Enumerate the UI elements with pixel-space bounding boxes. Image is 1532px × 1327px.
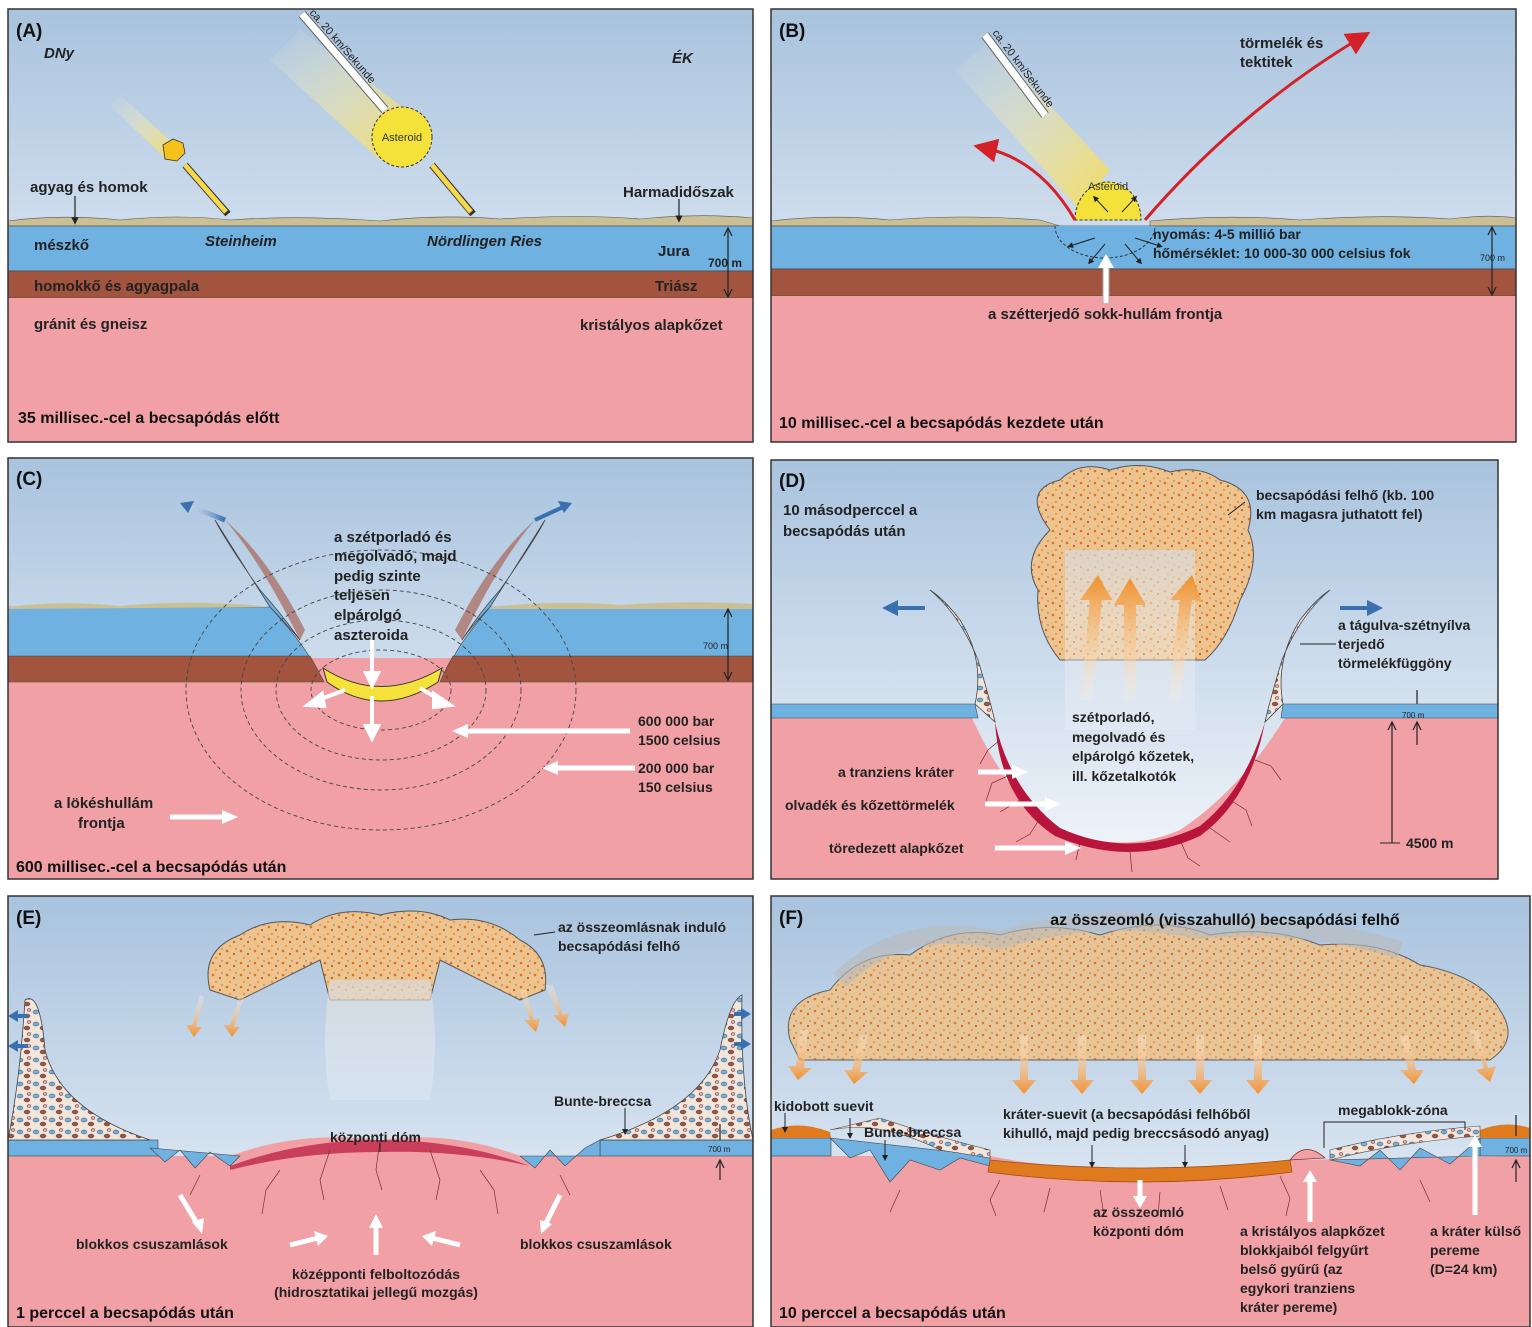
label-cloud-e-2: becsapódási felhő <box>558 938 680 954</box>
caption-f: 10 perccel a becsapódás után <box>779 1305 1006 1322</box>
label-shockwave-2: frontja <box>78 815 125 832</box>
label-fractured: töredezett alapkőzet <box>829 840 964 856</box>
vapor-line-3: elpárolgó kőzetek, <box>1072 748 1194 764</box>
ring-line-3: belső gyűrű (az <box>1240 1261 1343 1277</box>
label-temp-1: 1500 celsius <box>638 732 721 748</box>
asteroid-label-b: Asteroid <box>1088 181 1128 193</box>
panel-b: (B) ca. 20 km/Sekunde Asteroid törmelék … <box>771 9 1516 442</box>
label-clay-sand: agyag és homok <box>30 179 148 196</box>
panel-e: (E) az összeomlásnak induló becsapódási … <box>8 896 753 1327</box>
label-sandstone: homokkő és agyagpala <box>34 278 200 295</box>
caption-b: 10 millisec.-cel a becsapódás kezdete ut… <box>779 415 1104 432</box>
direction-sw: DNy <box>44 45 75 62</box>
label-uplift-1: középponti felboltozódás <box>292 1266 460 1282</box>
label-melt: olvadék és kőzettörmelék <box>785 797 955 813</box>
label-depth-d-small: 700 m <box>1402 711 1425 720</box>
label-bunte-f: Bunte-breccsa <box>864 1124 961 1140</box>
ring-line-5: kráter pereme) <box>1240 1299 1337 1315</box>
vapor-line-4: ill. kőzetalkotók <box>1072 768 1176 784</box>
asteroid-c-line-5: elpárolgó <box>334 607 402 624</box>
label-steinheim: Steinheim <box>205 233 277 250</box>
caption-e: 1 perccel a becsapódás után <box>16 1305 234 1322</box>
label-crater-suevite-2: kihulló, majd pedig breccsásodó anyag) <box>1003 1125 1269 1141</box>
label-curtain-3: törmelékfüggöny <box>1338 655 1452 671</box>
label-bunte-e: Bunte-breccsa <box>554 1093 651 1109</box>
vapor-line-2: megolvadó és <box>1072 729 1166 745</box>
label-depth-c: 700 m <box>703 641 728 651</box>
panel-b-sandstone <box>771 269 1516 296</box>
panel-b-tag: (B) <box>779 21 805 42</box>
label-collapsing-dome-1: az összeomló <box>1093 1204 1184 1220</box>
label-shockwave-1: a lökéshullám <box>54 795 153 812</box>
asteroid-c-line-1: a szétporladó és <box>334 529 452 546</box>
label-triassic: Triász <box>655 278 698 295</box>
panel-f-tag: (F) <box>779 908 803 929</box>
label-pressure-2: 200 000 bar <box>638 760 715 776</box>
label-depth-b: 700 m <box>1480 253 1505 263</box>
asteroid-label-a: Asteroid <box>382 132 422 144</box>
label-time-d-2: becsapódás után <box>783 523 906 540</box>
label-granite: gránit és gneisz <box>34 316 147 333</box>
label-time-d-1: 10 másodperccel a <box>783 502 918 519</box>
label-collapsing-cloud: az összeomló (visszahulló) becsapódási f… <box>1050 912 1400 929</box>
label-curtain-2: terjedő <box>1338 636 1385 652</box>
label-collapsing-dome-2: központi dóm <box>1093 1223 1184 1239</box>
panel-c: (C) a szétporladó és megolvadó, majd ped… <box>8 458 753 879</box>
asteroid-c-line-3: pedig szinte <box>334 568 421 585</box>
panel-d: (D) 10 másodperccel a becsapódás után be… <box>771 460 1498 879</box>
label-outer-rim-3: (D=24 km) <box>1430 1261 1497 1277</box>
label-crater-suevite-1: kráter-suevit (a becsapódási felhőből <box>1003 1106 1250 1122</box>
label-pressure-1: 600 000 bar <box>638 713 715 729</box>
label-depth-f: 700 m <box>1505 1146 1528 1155</box>
asteroid-c-line-2: megolvadó, majd <box>334 548 457 565</box>
panel-c-tag: (C) <box>16 469 42 490</box>
ring-line-1: a kristályos alapkőzet <box>1240 1223 1385 1239</box>
label-shock-front: a szétterjedő sokk-hullám frontja <box>988 306 1223 323</box>
panel-a-limestone <box>8 226 753 271</box>
panel-a-tag: (A) <box>16 21 42 42</box>
label-depth-e: 700 m <box>708 1145 731 1154</box>
panel-e-tag: (E) <box>16 908 41 929</box>
label-tertiary: Harmadidőszak <box>623 184 735 201</box>
label-outer-rim-1: a kráter külső <box>1430 1223 1521 1239</box>
label-depth-a: 700 m <box>708 256 742 270</box>
panel-f: (F) az összeomló (visszahulló) becsapódá… <box>771 896 1530 1327</box>
label-cloud-d-2: km magasra juthatott fel) <box>1256 506 1422 522</box>
direction-ne: ÉK <box>672 50 694 67</box>
label-curtain-1: a tágulva-szétnyílva <box>1338 617 1470 633</box>
label-basement: kristályos alapkőzet <box>580 317 723 334</box>
caption-c: 600 millisec.-cel a becsapódás után <box>16 859 286 876</box>
asteroid-c-line-4: teljesen <box>334 587 390 604</box>
caption-a: 35 millisec.-cel a becsapódás előtt <box>18 410 280 427</box>
label-limestone: mészkő <box>34 237 89 254</box>
label-cloud-d-1: becsapódási felhő (kb. 100 <box>1256 487 1434 503</box>
asteroid-c-line-6: aszteroida <box>334 627 409 644</box>
label-jura: Jura <box>658 243 690 260</box>
panel-c-sandstone-left <box>8 656 324 682</box>
label-megablock: megablokk-zóna <box>1338 1102 1448 1118</box>
label-slides-right: blokkos csuszamlások <box>520 1236 672 1252</box>
label-debris-1: törmelék és <box>1240 35 1323 52</box>
panel-a: (A) DNy ÉK ca. 20 km/Sekunde Asteroid ag… <box>8 7 753 442</box>
vapor-line-1: szétporladó, <box>1072 709 1154 725</box>
label-transient-crater: a tranziens kráter <box>838 764 954 780</box>
label-ejected-suevite: kidobott suevit <box>774 1098 874 1114</box>
label-ries: Nördlingen Ries <box>427 233 542 250</box>
label-debris-2: tektitek <box>1240 54 1293 71</box>
ring-line-2: blokkjaiból felgyűrt <box>1240 1242 1369 1258</box>
label-cloud-e-1: az összeomlásnak induló <box>558 919 726 935</box>
panel-c-sandstone-right <box>440 656 753 682</box>
label-uplift-2: (hidrosztatikai jellegű mozgás) <box>274 1284 478 1300</box>
label-depth-d-big: 4500 m <box>1406 835 1453 851</box>
label-central-dome: központi dóm <box>330 1129 421 1145</box>
label-temperature: hőmérséklet: 10 000-30 000 celsius fok <box>1153 245 1411 261</box>
label-pressure: nyomás: 4-5 millió bar <box>1153 226 1301 242</box>
label-temp-2: 150 celsius <box>638 779 713 795</box>
ring-line-4: egykori tranziens <box>1240 1280 1355 1296</box>
panel-d-tag: (D) <box>779 471 805 492</box>
label-slides-left: blokkos csuszamlások <box>76 1236 228 1252</box>
label-outer-rim-2: pereme <box>1430 1242 1480 1258</box>
